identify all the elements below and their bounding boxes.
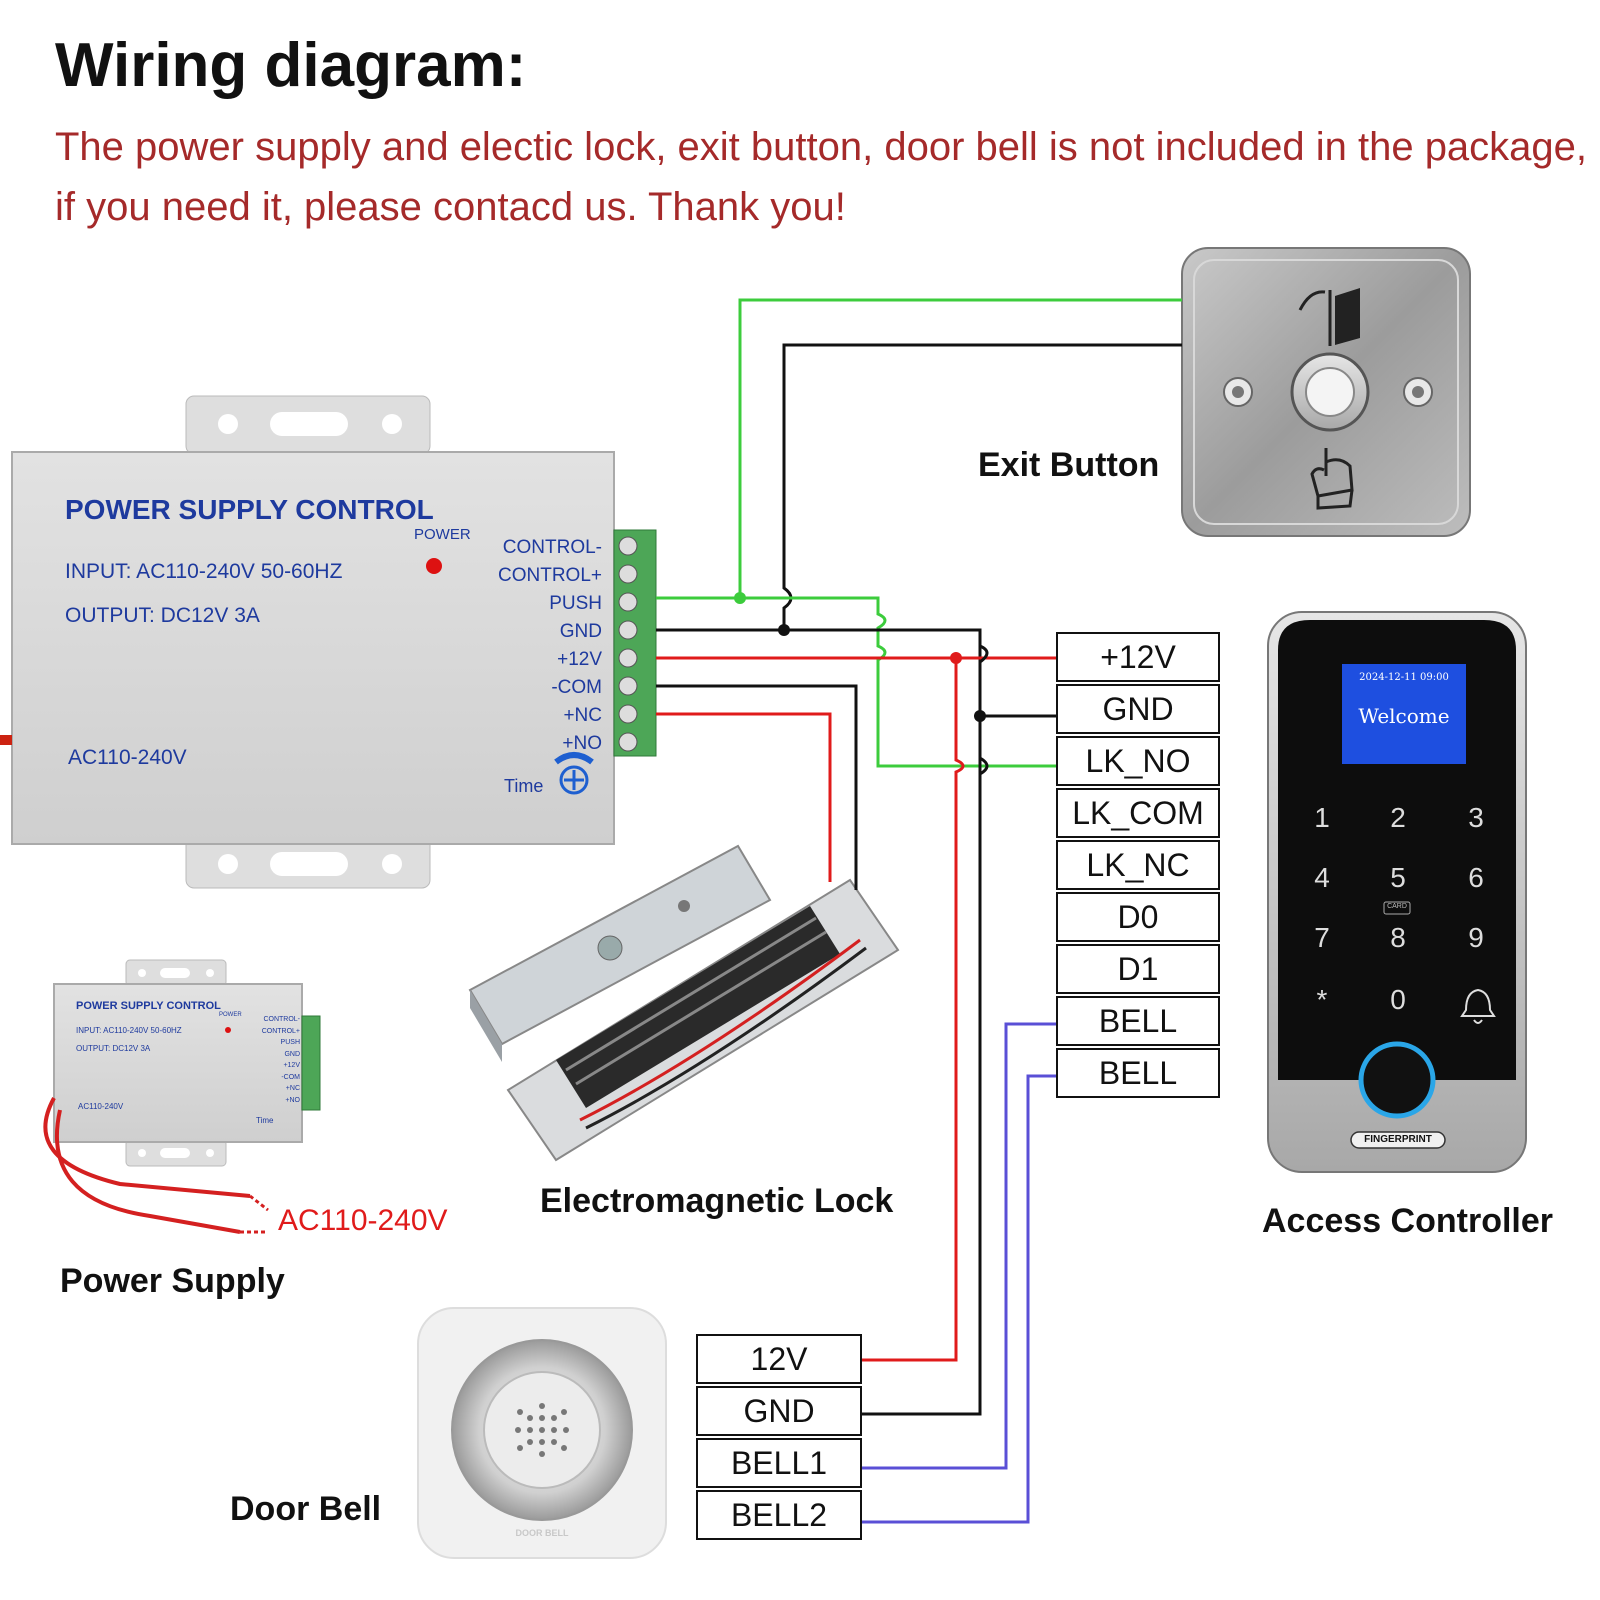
ctrl-terminal-lk-no: LK_NO [1056,736,1220,786]
fingerprint-sensor [1358,1041,1436,1119]
note-line-1: The power supply and electic lock, exit … [55,125,1588,169]
key-3[interactable]: 3 [1468,802,1484,833]
ctrl-terminal-d1: D1 [1056,944,1220,994]
psu-terminal-12v: +12V [557,649,602,670]
psu-small-terminal-labels: CONTROL- CONTROL+ PUSH GND +12V -COM +NC… [250,1014,300,1106]
key-6[interactable]: 6 [1468,862,1484,893]
key-2[interactable]: 2 [1390,802,1406,833]
wire-exit-push [656,298,1182,600]
electromagnetic-lock-device [468,844,900,1162]
note-line-2: if you need it, please contacd us. Thank… [55,185,846,229]
controller-datetime: 2024-12-11 09:00 [1359,672,1449,683]
wire-no-lock [656,712,832,882]
ctrl-terminal-gnd: GND [1056,684,1220,734]
hand-icon [1310,448,1354,510]
page-title: Wiring diagram: [55,31,527,100]
wire-com-lock [656,684,858,890]
bell-key-icon [1460,988,1496,1024]
psu-small-time: Time [256,1116,274,1125]
psu-small-terminal-push: PUSH [280,1039,300,1046]
ctrl-terminal-bell-b: BELL [1056,1048,1220,1098]
access-controller-device [1267,611,1527,1173]
ctrl-terminal-12v: +12V [1056,632,1220,682]
terminal-screws [618,536,638,752]
fingerprint-label: FINGERPRINT [1364,1134,1432,1145]
power-supply-small [43,959,321,1234]
ctrl-terminal-lk-nc: LK_NC [1056,840,1220,890]
wire-push-lkno [740,596,1056,768]
psu-small-terminal-control-plus: CONTROL+ [261,1027,300,1035]
psu-small-title: POWER SUPPLY CONTROL [76,1000,221,1012]
psu-large-input: INPUT: AC110-240V 50-60HZ [65,560,343,583]
key-4[interactable]: 4 [1314,862,1330,893]
bell-terminal-bell2: BELL2 [696,1490,862,1540]
psu-large-output: OUTPUT: DC12V 3A [65,604,260,627]
wire-bell1 [860,1022,1056,1470]
controller-screen [1342,664,1466,764]
label-electromagnetic-lock: Electromagnetic Lock [540,1182,894,1220]
exit-button-device [1181,247,1471,537]
ctrl-terminal-lk-com: LK_COM [1056,788,1220,838]
psu-large-terminal-labels: CONTROL- CONTROL+ PUSH GND +12V -COM +NC… [480,534,602,758]
ctrl-terminal-d0: D0 [1056,892,1220,942]
psu-small-terminal-gnd: GND [284,1050,300,1058]
wire-gnd-main [656,628,982,1416]
psu-small-terminal-no: +NO [285,1096,300,1104]
psu-small-input: INPUT: AC110-240V 50-60HZ [76,1026,182,1035]
ctrl-terminal-bell-a: BELL [1056,996,1220,1046]
psu-small-terminal-control-minus: CONTROL- [263,1016,300,1023]
door-icon [1298,288,1360,346]
label-ac-input: AC110-240V [278,1204,448,1237]
bell-terminal-gnd: GND [696,1386,862,1436]
wire-12v-bell [860,658,965,1362]
bell-terminal-bell1: BELL1 [696,1438,862,1488]
key-star[interactable]: * [1316,984,1328,1015]
key-8[interactable]: 8 [1390,922,1406,953]
label-exit-button: Exit Button [978,446,1160,484]
psu-small-output: OUTPUT: DC12V 3A [76,1044,151,1053]
psu-large-ac: AC110-240V [68,746,187,769]
psu-large-time: Time [504,776,544,796]
psu-terminal-gnd: GND [559,621,602,642]
psu-terminal-push: PUSH [549,593,602,614]
label-access-controller: Access Controller [1262,1202,1553,1240]
psu-terminal-nc: +NC [563,705,602,726]
bell-terminal-12v: 12V [696,1334,862,1384]
controller-welcome: Welcome [1358,704,1450,728]
door-bell-device [417,1307,667,1559]
psu-terminal-no: +NO [562,733,602,754]
psu-small-power-label: POWER [219,1012,242,1018]
psu-large-title: POWER SUPPLY CONTROL [65,494,434,525]
key-0[interactable]: 0 [1390,984,1406,1015]
speaker-grille [515,1403,569,1457]
wire-bell2 [860,1074,1056,1524]
key-1[interactable]: 1 [1314,802,1330,833]
key-5[interactable]: 5 [1390,862,1406,893]
power-supply-large [0,395,657,889]
key-7[interactable]: 7 [1314,922,1330,953]
card-label: CARD [1387,903,1407,910]
psu-large-power-label: POWER [414,526,471,543]
label-door-bell: Door Bell [230,1490,382,1528]
wire-junctions [734,592,986,722]
wire-exit-gnd [782,343,1182,630]
bell-brand: DOOR BELL [515,1528,569,1538]
psu-terminal-control-minus: CONTROL- [502,537,602,558]
psu-terminal-com: -COM [551,677,602,698]
label-power-supply: Power Supply [60,1262,285,1300]
psu-terminal-control-plus: CONTROL+ [498,565,602,586]
psu-small-terminal-12v: +12V [283,1062,300,1069]
psu-small-ac: AC110-240V [78,1102,124,1111]
psu-small-terminal-com: -COM [281,1073,300,1081]
wires [656,298,1182,1524]
psu-small-terminal-nc: +NC [285,1085,300,1092]
key-9[interactable]: 9 [1468,922,1484,953]
